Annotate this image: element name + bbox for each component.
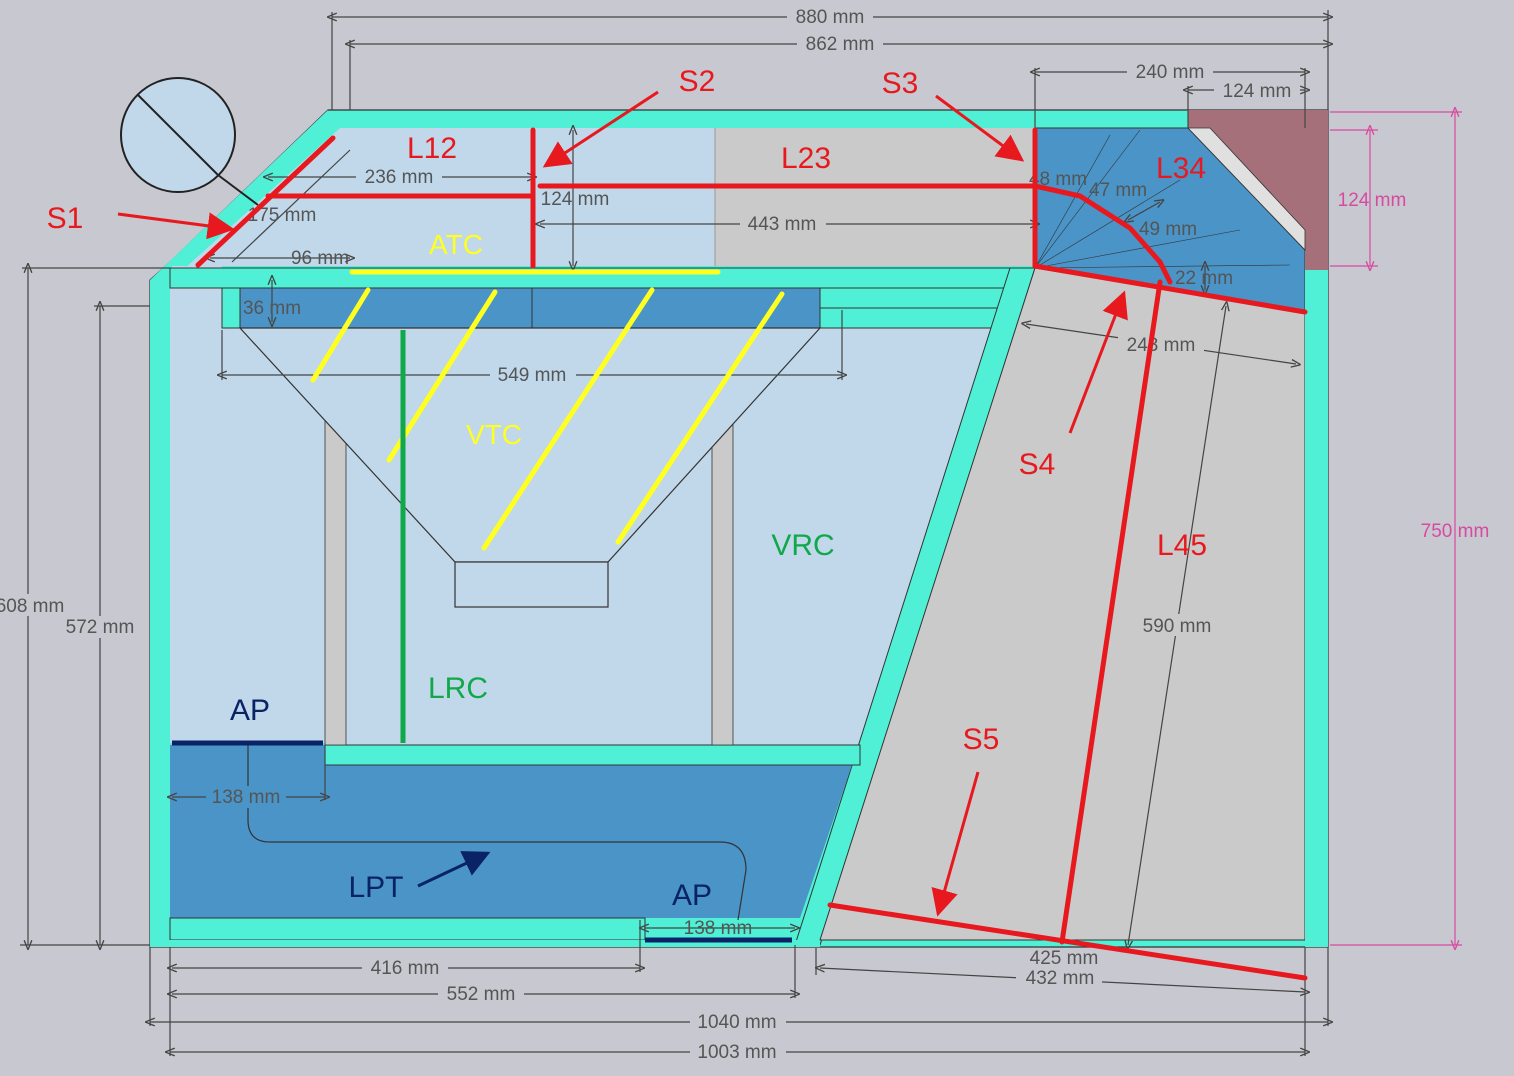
- driver-baffle: [239, 287, 821, 329]
- label-s2: S2: [679, 65, 716, 98]
- dim-36: 36 mm: [243, 298, 301, 319]
- dim-432: 432 mm: [1026, 968, 1095, 989]
- l23-grey-region: [715, 128, 1035, 266]
- label-l23: L23: [781, 142, 831, 175]
- label-ap-upper: AP: [230, 694, 270, 727]
- dim-1040: 1040 mm: [697, 1012, 776, 1033]
- dim-590: 590 mm: [1143, 616, 1212, 637]
- label-s4: S4: [1019, 448, 1056, 481]
- dim-48: 48 mm: [1029, 169, 1087, 190]
- dim-552: 552 mm: [447, 984, 516, 1005]
- label-l34: L34: [1156, 152, 1206, 185]
- dim-175: 175 mm: [248, 205, 317, 226]
- lpt-arrow: [417, 851, 491, 888]
- label-s1: S1: [47, 202, 84, 235]
- dim-49: 49 mm: [1139, 219, 1197, 240]
- dim-236: 236 mm: [365, 167, 434, 188]
- driver-symbol-icon: [120, 77, 259, 206]
- dim-425: 425 mm: [1030, 948, 1099, 969]
- label-atc: ATC: [429, 229, 483, 260]
- dim-880: 880 mm: [796, 7, 865, 28]
- dim-124-top: 124 mm: [1223, 81, 1292, 102]
- dim-22: 22 mm: [1175, 268, 1233, 289]
- label-lrc: LRC: [428, 672, 488, 705]
- dim-750: 750 mm: [1421, 521, 1490, 542]
- dim-549: 549 mm: [498, 365, 567, 386]
- s5-line: [827, 902, 1308, 981]
- dim-124-right: 124 mm: [1338, 190, 1407, 211]
- label-lpt: LPT: [348, 871, 403, 904]
- dim-862: 862 mm: [806, 34, 875, 55]
- l45-line: [1059, 279, 1163, 945]
- label-s3: S3: [882, 67, 919, 100]
- dim-443: 443 mm: [748, 214, 817, 235]
- dim-243: 243 mm: [1127, 335, 1196, 356]
- dim-96: 96 mm: [291, 248, 349, 269]
- s1-line: [195, 135, 336, 268]
- dim-1003: 1003 mm: [697, 1042, 776, 1063]
- label-s5: S5: [963, 723, 1000, 756]
- dim-124-mid: 124 mm: [541, 189, 610, 210]
- section-lines: [195, 127, 1308, 981]
- driver-magnet: [454, 561, 609, 608]
- label-vrc: VRC: [771, 529, 834, 562]
- dim-572: 572 mm: [66, 617, 135, 638]
- dim-47: 47 mm: [1089, 180, 1147, 201]
- atc-vtc-lines: [310, 269, 785, 551]
- port-chamber: [170, 745, 852, 918]
- dim-138-left: 138 mm: [212, 787, 281, 808]
- label-vtc: VTC: [466, 419, 522, 450]
- label-l45: L45: [1157, 529, 1207, 562]
- dim-240: 240 mm: [1136, 62, 1205, 83]
- dim-608: 608 mm: [0, 596, 64, 617]
- label-ap-lower: AP: [672, 879, 712, 912]
- dim-416: 416 mm: [371, 958, 440, 979]
- label-l12: L12: [407, 132, 457, 165]
- ap-lines: [172, 740, 792, 943]
- region-labels: S1 S2 S3 S4 S5 L12 L23 L34 L45 ATC VTC V…: [47, 65, 1207, 912]
- s4-line: [1032, 263, 1308, 315]
- l34-line: [1032, 183, 1173, 285]
- dim-138-right: 138 mm: [684, 918, 753, 939]
- dimension-labels: 880 mm 862 mm 240 mm 124 mm 124 mm 750 m…: [0, 5, 1489, 1063]
